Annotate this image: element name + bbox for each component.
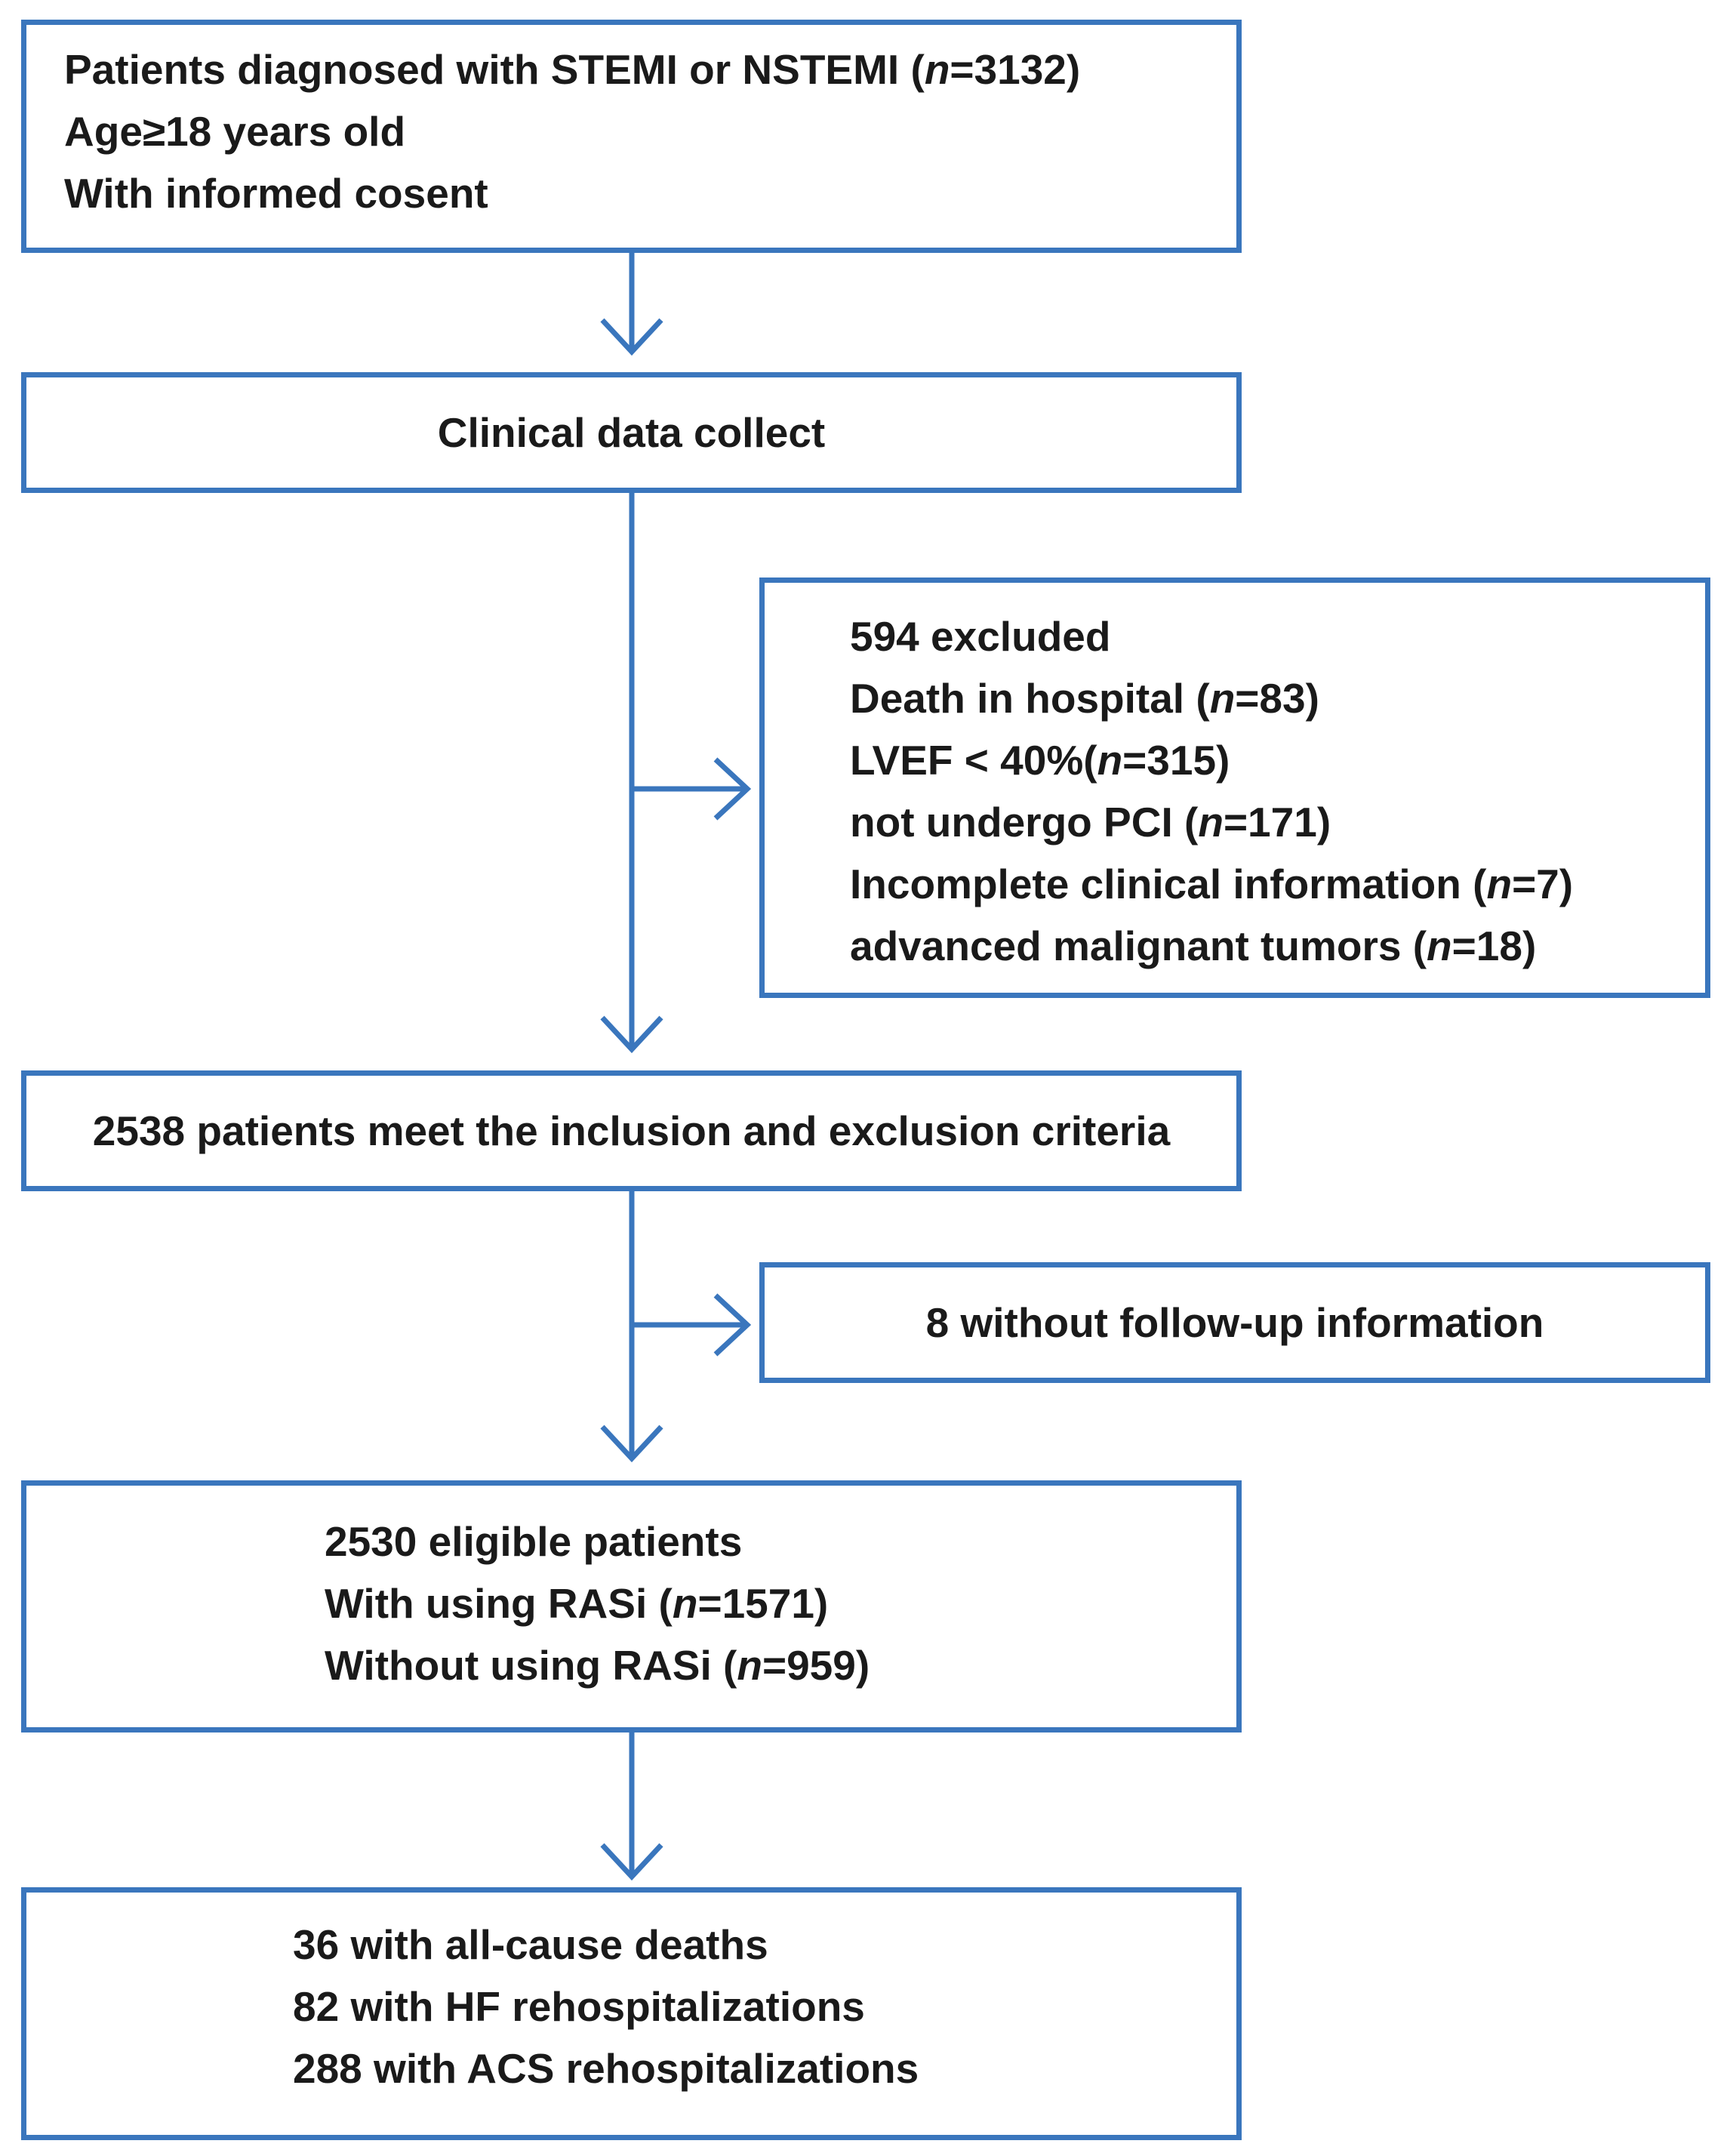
data-collect-label: Clinical data collect <box>437 409 826 456</box>
arrowhead-excluded <box>713 757 752 821</box>
arrowhead-collect <box>600 318 663 356</box>
arrowhead-eligible <box>600 1424 663 1463</box>
eligible-box: 2530 eligible patients With using RASi (… <box>21 1480 1242 1732</box>
excluded-box: 594 excluded Death in hospital (n=83) LV… <box>759 578 1710 998</box>
enrollment-box: Patients diagnosed with STEMI or NSTEMI … <box>21 20 1242 253</box>
criteria-box: 2538 patients meet the inclusion and exc… <box>21 1070 1242 1191</box>
excluded-line: LVEF < 40%(n=315) <box>850 737 1230 784</box>
outcomes-line: 82 with HF rehospitalizations <box>293 1983 865 2030</box>
eligible-line: 2530 eligible patients <box>325 1518 743 1565</box>
arrowhead-criteria <box>600 1015 663 1054</box>
outcomes-line: 36 with all-cause deaths <box>293 1921 768 1968</box>
enrollment-line: With informed cosent <box>64 170 488 217</box>
outcomes-line: 288 with ACS rehospitalizations <box>293 2045 919 2092</box>
arrowhead-outcomes <box>600 1843 663 1881</box>
excluded-line: advanced malignant tumors (n=18) <box>850 922 1537 969</box>
excluded-line: not undergo PCI (n=171) <box>850 799 1331 845</box>
arrowhead-followup <box>713 1293 752 1357</box>
excluded-line: Incomplete clinical information (n=7) <box>850 861 1574 907</box>
followup-box: 8 without follow-up information <box>759 1262 1710 1383</box>
enrollment-line: Patients diagnosed with STEMI or NSTEMI … <box>64 46 1081 93</box>
eligible-line: Without using RASi (n=959) <box>325 1642 870 1689</box>
followup-label: 8 without follow-up information <box>925 1299 1544 1346</box>
excluded-line: 594 excluded <box>850 613 1111 660</box>
excluded-line: Death in hospital (n=83) <box>850 675 1319 722</box>
eligible-line: With using RASi (n=1571) <box>325 1580 829 1627</box>
criteria-label: 2538 patients meet the inclusion and exc… <box>92 1107 1171 1154</box>
enrollment-line: Age≥18 years old <box>64 108 406 155</box>
outcomes-box: 36 with all-cause deaths 82 with HF reho… <box>21 1887 1242 2140</box>
data-collect-box: Clinical data collect <box>21 372 1242 493</box>
